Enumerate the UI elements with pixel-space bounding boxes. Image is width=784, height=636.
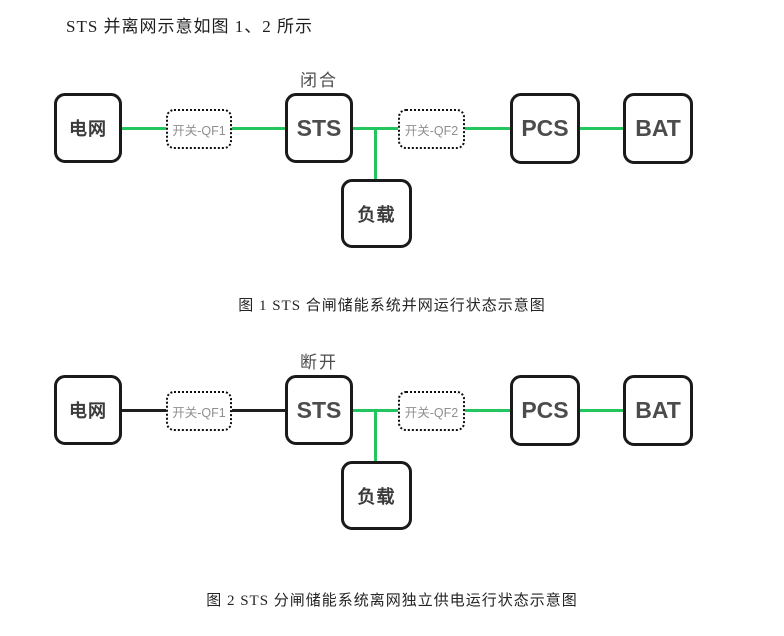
node-grid: 电网: [54, 375, 122, 445]
node-pcs-label: PCS: [521, 397, 569, 423]
link-qf1-sts: [231, 127, 286, 130]
node-switch-qf1: 开关-QF1: [166, 391, 232, 431]
node-pcs-label: PCS: [521, 115, 569, 141]
page-title: STS 并离网示意如图 1、2 所示: [66, 17, 314, 36]
node-sts-label: STS: [296, 396, 342, 423]
node-load-label: 负载: [357, 486, 396, 507]
node-load-label: 负载: [357, 204, 396, 225]
node-bat: BAT: [623, 93, 693, 164]
node-switch-qf2-label: 开关-QF2: [404, 405, 459, 420]
figure-1-caption: 图 1 STS 合闸储能系统并网运行状态示意图: [238, 298, 546, 314]
node-grid: 电网: [54, 93, 122, 163]
node-bat: BAT: [623, 375, 693, 446]
figure-1-diagram: 闭合 电网 开关-QF1 STS 开关-QF2 PCS BAT 负载: [0, 71, 784, 253]
node-bat-label: BAT: [635, 115, 681, 141]
link-junction-load: [374, 128, 377, 180]
sts-state-label: 闭合: [300, 71, 338, 90]
link-pcs-bat: [579, 127, 624, 130]
node-switch-qf1-label: 开关-QF1: [172, 123, 226, 138]
node-sts-label: STS: [296, 114, 342, 141]
node-pcs: PCS: [510, 93, 580, 164]
node-switch-qf1: 开关-QF1: [166, 109, 232, 149]
sts-state-label: 断开: [300, 353, 338, 372]
node-switch-qf1-label: 开关-QF1: [172, 405, 226, 420]
link-grid-qf1: [121, 127, 167, 130]
node-switch-qf2: 开关-QF2: [398, 109, 465, 149]
node-grid-label: 电网: [69, 119, 107, 139]
node-switch-qf2: 开关-QF2: [398, 391, 465, 431]
link-grid-qf1: [121, 409, 167, 412]
figure-2-diagram: 断开 电网 开关-QF1 STS 开关-QF2 PCS BAT 负载: [0, 353, 784, 535]
node-grid-label: 电网: [69, 401, 107, 421]
node-load: 负载: [341, 179, 412, 248]
node-switch-qf2-label: 开关-QF2: [404, 123, 459, 138]
link-qf1-sts: [231, 409, 286, 412]
node-pcs: PCS: [510, 375, 580, 446]
link-qf2-pcs: [464, 409, 511, 412]
node-load: 负载: [341, 461, 412, 530]
node-bat-label: BAT: [635, 397, 681, 423]
link-pcs-bat: [579, 409, 624, 412]
link-junction-load: [374, 410, 377, 462]
node-sts: STS: [285, 375, 353, 445]
node-sts: STS: [285, 93, 353, 163]
figure-2-caption: 图 2 STS 分闸储能系统离网独立供电运行状态示意图: [206, 593, 578, 609]
link-qf2-pcs: [464, 127, 511, 130]
